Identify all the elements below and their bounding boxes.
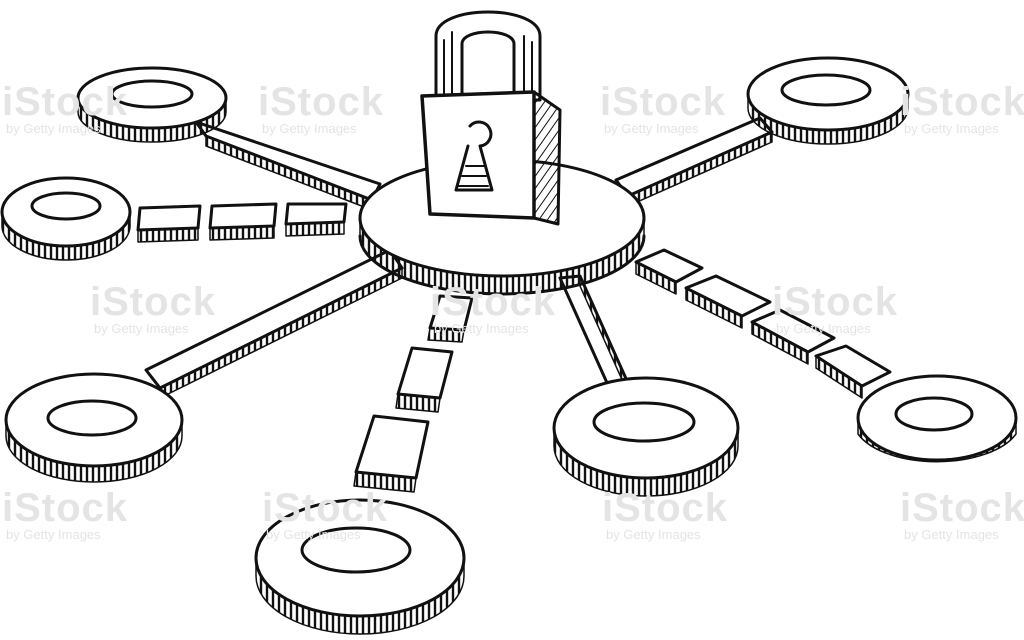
link-block <box>208 202 278 241</box>
link-block <box>634 248 704 295</box>
ring-node-top-right <box>746 56 910 145</box>
ring-node-top-left <box>76 66 228 143</box>
link-block <box>353 414 430 493</box>
link-block <box>284 202 348 237</box>
link-block <box>136 204 202 243</box>
ring-node-right <box>856 374 1018 463</box>
ring-node-left <box>0 176 132 261</box>
ring-node-bottom <box>254 498 466 635</box>
dashed-spoke-bottom <box>353 294 474 493</box>
link-block <box>395 346 454 413</box>
padlock-icon <box>420 10 562 226</box>
spoke-top-right <box>614 116 774 207</box>
ring-node-lower-left <box>4 372 184 483</box>
link-block <box>684 274 772 329</box>
dashed-spoke-right <box>634 248 892 399</box>
link-block <box>427 294 474 343</box>
spoke-top-left <box>194 120 382 211</box>
ring-node-bottom-right <box>552 376 740 497</box>
link-block <box>814 344 892 399</box>
link-block <box>750 308 836 365</box>
dashed-spoke-left <box>136 202 348 243</box>
spoke-lower-left <box>144 248 404 399</box>
